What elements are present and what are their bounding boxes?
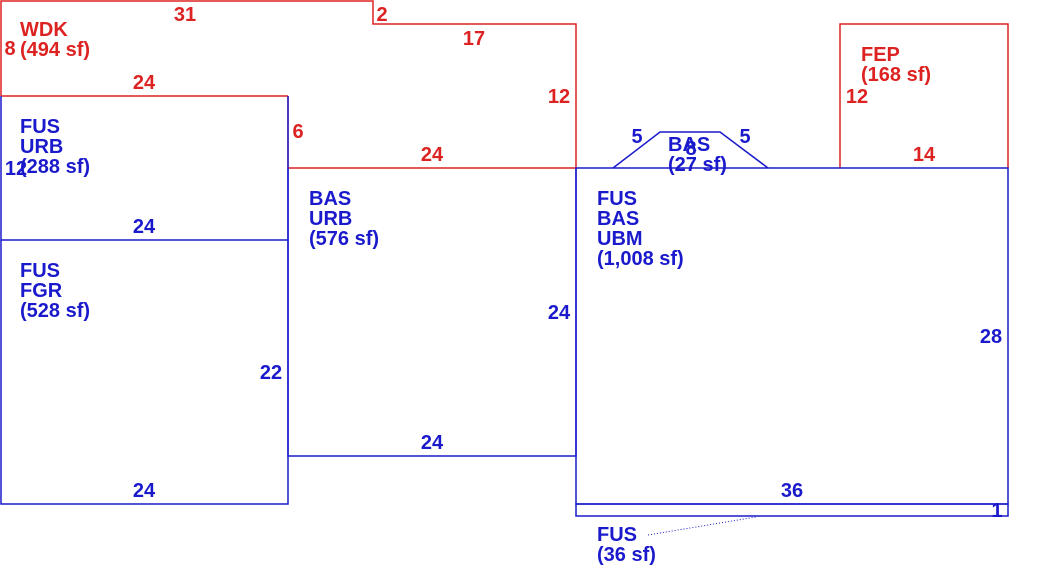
dim-fus-urb-side: 12 — [5, 158, 27, 180]
dim-wdk-right: 12 — [548, 86, 570, 108]
bas-urb-code-2: URB — [309, 208, 352, 230]
dim-fus-urb-bottom: 24 — [133, 216, 156, 238]
dim-main-bottom: 36 — [781, 480, 803, 502]
dim-fep-side: 12 — [846, 86, 868, 108]
fus-fgr-code-2: FGR — [20, 280, 63, 302]
fus-strip-size: (36 sf) — [597, 544, 656, 566]
wdk-size: (494 sf) — [20, 39, 90, 61]
fep-code: FEP — [861, 44, 900, 66]
dim-bas-bay-left: 5 — [631, 126, 642, 148]
dim-bas-urb-side: 24 — [548, 302, 571, 324]
dim-wdk-lower: 24 — [421, 144, 444, 166]
dim-wdk-left: 8 — [4, 38, 15, 60]
dim-strip-side: 1 — [991, 500, 1002, 522]
fus-strip-outline — [575, 503, 1009, 517]
dim-fus-fgr-bottom: 24 — [133, 480, 156, 502]
fus-urb-size: (288 sf) — [20, 156, 90, 178]
dim-bas-bay-mid: 8 — [685, 138, 696, 160]
fus-urb-code-2: URB — [20, 136, 63, 158]
dim-wdk-inner: 6 — [292, 121, 303, 143]
bas-bay-outline — [612, 131, 769, 169]
fus-urb-code-1: FUS — [20, 116, 60, 138]
dim-main-side: 28 — [980, 326, 1002, 348]
fus-strip-leader-line — [647, 516, 757, 536]
dim-wdk-bottom: 24 — [133, 72, 156, 94]
dim-wdk-upper: 17 — [463, 28, 485, 50]
dim-fus-fgr-side: 22 — [260, 362, 282, 384]
dim-bas-urb-bottom: 24 — [421, 432, 444, 454]
fep-size: (168 sf) — [861, 64, 931, 86]
bas-bay-size: (27 sf) — [668, 154, 727, 176]
dim-wdk-step: 2 — [376, 4, 387, 26]
bas-bay-area-label: BAS (27 sf) — [668, 134, 727, 176]
bas-bay-code: BAS — [668, 134, 710, 156]
fus-strip-code: FUS — [597, 524, 637, 546]
fus-strip-area-label: FUS (36 sf) — [597, 524, 656, 566]
main-code-1: FUS — [597, 188, 637, 210]
main-code-2: BAS — [597, 208, 639, 230]
bas-urb-area-label: BAS URB (576 sf) — [309, 188, 379, 250]
dim-fep-bottom: 14 — [913, 144, 936, 166]
fus-urb-area-label: FUS URB (288 sf) — [20, 116, 90, 178]
bas-urb-size: (576 sf) — [309, 228, 379, 250]
main-code-3: UBM — [597, 228, 643, 250]
fep-porch-outline — [839, 23, 1009, 168]
main-area-label: FUS BAS UBM (1,008 sf) — [597, 188, 684, 270]
wdk-area-label: WDK (494 sf) — [20, 19, 90, 61]
dim-wdk-top: 31 — [174, 4, 196, 26]
fep-area-label: FEP (168 sf) — [861, 44, 931, 86]
bas-urb-code-1: BAS — [309, 188, 351, 210]
wdk-code: WDK — [20, 19, 68, 41]
fus-fgr-size: (528 sf) — [20, 300, 90, 322]
fus-fgr-code-1: FUS — [20, 260, 60, 282]
main-size: (1,008 sf) — [597, 248, 684, 270]
dim-bas-bay-right: 5 — [739, 126, 750, 148]
fus-fgr-area-label: FUS FGR (528 sf) — [20, 260, 90, 322]
